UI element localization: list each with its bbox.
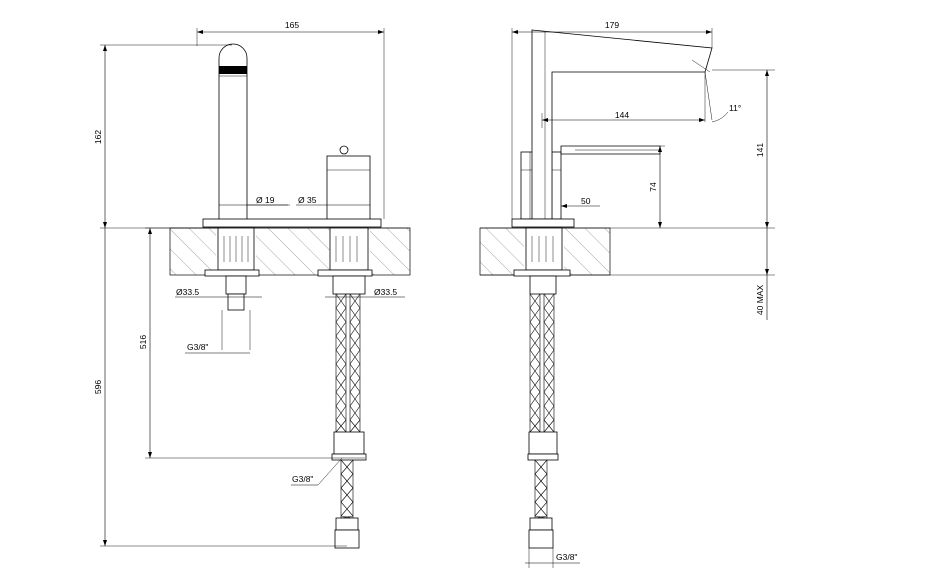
base-plate-left: [202, 218, 382, 228]
dim-height-74-label: 74: [648, 182, 658, 192]
thread-hose-left-label: G3/8": [292, 474, 313, 484]
dim-height-141-label: 141: [755, 143, 765, 157]
tail-diameter-right-label: Ø33.5: [374, 287, 397, 297]
body-diameter-label: Ø 35: [298, 195, 317, 205]
dim-offset-50: 50: [561, 196, 600, 208]
dim-depth-179-label: 179: [605, 20, 619, 30]
flex-hoses-right: [529, 293, 555, 519]
dim-depth-179: 179: [511, 20, 713, 219]
thread-inlet-label: G3/8": [187, 342, 208, 352]
dim-length-596: 596: [93, 228, 347, 547]
hose-fittings-right: [527, 431, 559, 549]
dim-diameters-top: Ø 19 Ø 35: [219, 195, 370, 206]
countertop-slab-left: [169, 227, 411, 276]
dim-length-516-label: 516: [138, 335, 148, 349]
dim-height-141: 141: [712, 69, 775, 228]
dim-deck-40max: 40 MAX: [755, 228, 769, 320]
dim-length-516: 516: [138, 227, 365, 459]
dim-reach-144-label: 144: [615, 110, 629, 120]
left-view: 165 162 Ø 19 Ø 35 Ø33.5 Ø33.5 G3/8": [93, 20, 411, 549]
spout-diameter-label: Ø 19: [256, 195, 275, 205]
dim-height-162: 162: [93, 44, 232, 228]
shank-right: [513, 227, 571, 295]
mixer-body: [326, 145, 371, 221]
dim-thread-hose-left: G3/8": [291, 457, 343, 486]
dim-deck-40max-label: 40 MAX: [755, 285, 765, 316]
dim-angle-11: 11°: [704, 71, 741, 123]
left-shank: [204, 227, 260, 350]
spout-column: [218, 43, 248, 221]
dim-thread-hose-right: G3/8": [525, 548, 580, 568]
dim-tail-diameters: Ø33.5 Ø33.5: [175, 287, 405, 298]
dim-width-165-label: 165: [285, 20, 299, 30]
dim-length-596-label: 596: [93, 380, 103, 394]
angle-label: 11°: [729, 103, 741, 113]
dim-offset-50-label: 50: [581, 196, 591, 206]
dim-width-165: 165: [196, 20, 385, 219]
flex-hoses-left: [335, 293, 361, 519]
right-view: 179 144 11° 141 74: [479, 20, 775, 568]
dim-height-162-label: 162: [93, 130, 103, 144]
hose-fittings-left: [331, 431, 367, 549]
tail-diameter-left-label: Ø33.5: [176, 287, 199, 297]
right-shank-left: [317, 227, 373, 295]
dim-thread-inlet: G3/8": [185, 342, 250, 354]
lever-handle[interactable]: [560, 145, 661, 155]
dim-height-74: 74: [648, 145, 665, 228]
thread-hose-right-label: G3/8": [556, 552, 577, 562]
base-plate-right: [511, 218, 575, 228]
dim-reach-144: 144: [541, 110, 705, 128]
